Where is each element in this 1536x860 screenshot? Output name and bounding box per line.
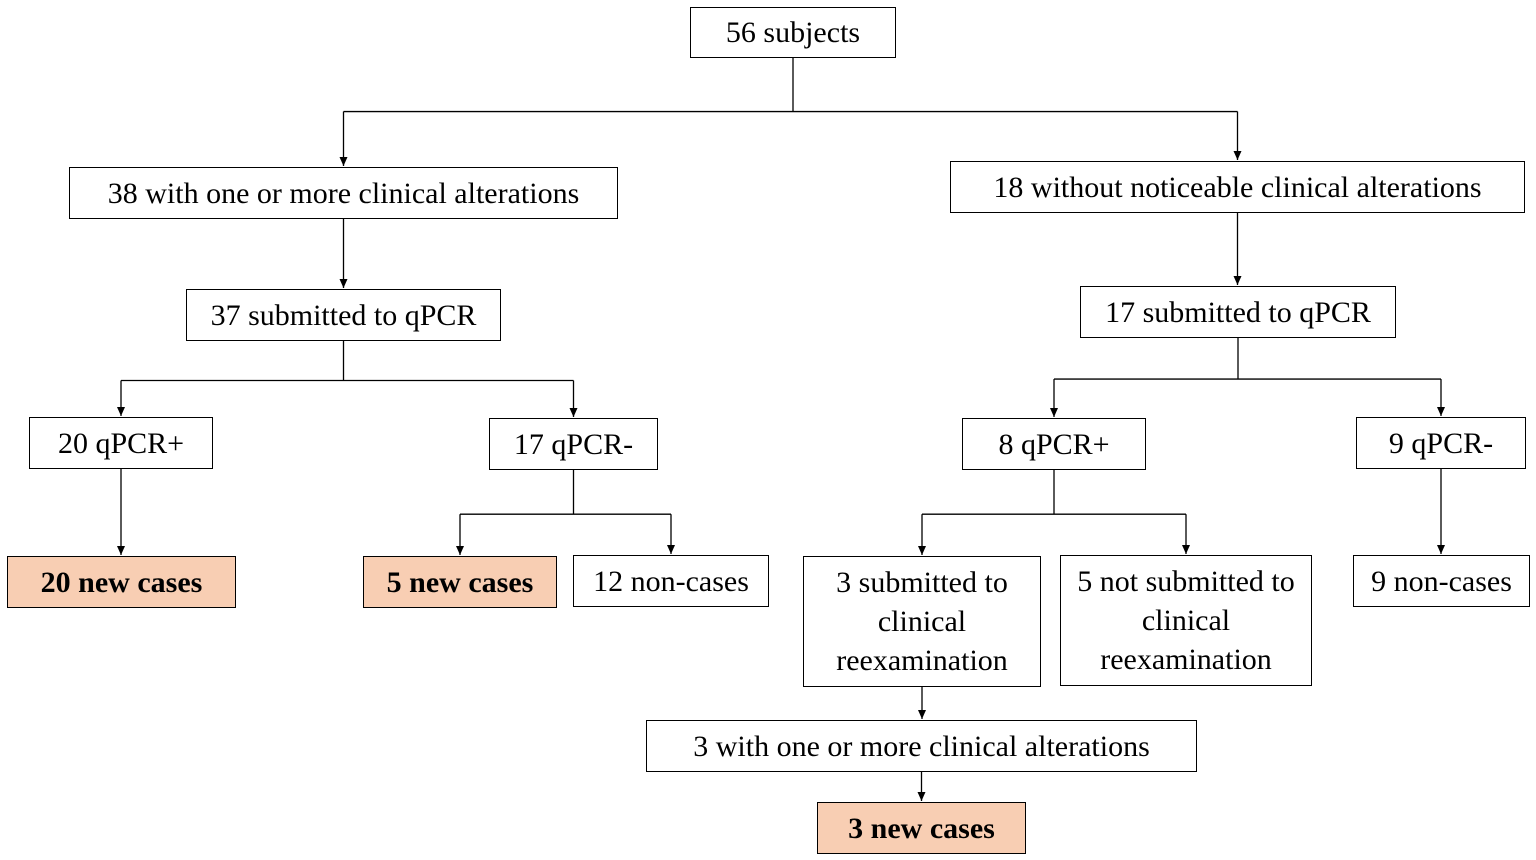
node-p20: 20 qPCR+ xyxy=(29,417,213,469)
node-nc9: 9 non-cases xyxy=(1353,555,1530,607)
node-n17: 17 qPCR- xyxy=(489,418,658,470)
node-alt38: 38 with one or more clinical alterations xyxy=(69,167,618,219)
node-nc12: 12 non-cases xyxy=(573,555,769,607)
node-c3: 3 new cases xyxy=(817,802,1026,854)
node-alt3: 3 with one or more clinical alterations xyxy=(646,720,1197,772)
node-c20: 20 new cases xyxy=(7,556,236,608)
node-root: 56 subjects xyxy=(690,7,896,58)
node-n9: 9 qPCR- xyxy=(1356,417,1526,469)
node-re3: 3 submitted to clinical reexamination xyxy=(803,556,1041,687)
node-nre5: 5 not submitted to clinical reexaminatio… xyxy=(1060,555,1312,686)
node-p8: 8 qPCR+ xyxy=(962,418,1146,470)
node-q37: 37 submitted to qPCR xyxy=(186,289,501,341)
node-c5: 5 new cases xyxy=(363,556,557,608)
node-noalt18: 18 without noticeable clinical alteratio… xyxy=(950,161,1525,213)
node-q17: 17 submitted to qPCR xyxy=(1080,286,1396,338)
